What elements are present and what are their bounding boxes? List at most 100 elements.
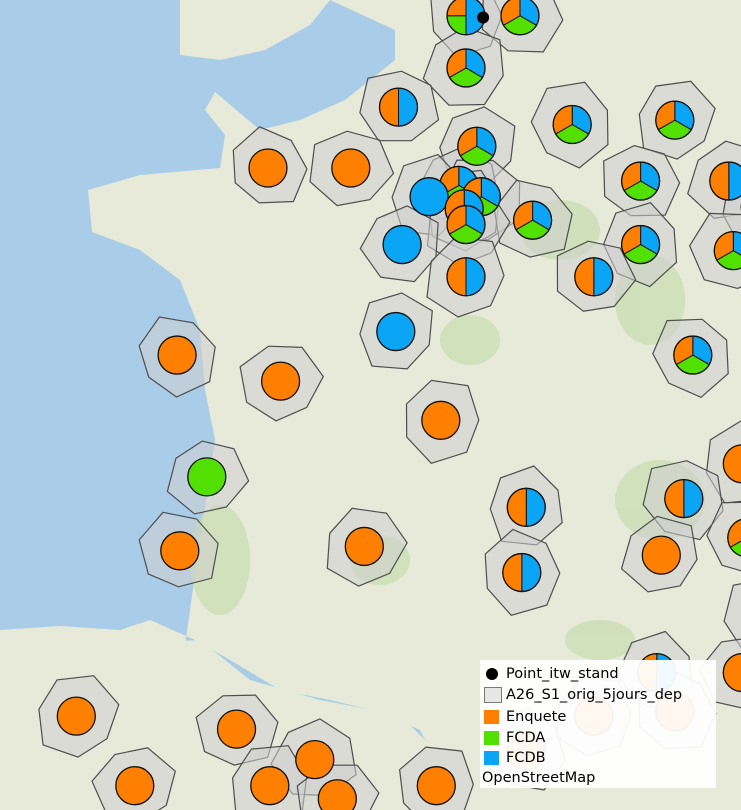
pie-outline (620, 224, 661, 265)
point-itw-stand-layer (477, 11, 490, 24)
department-polygon (723, 583, 741, 649)
pie-outline (655, 100, 695, 140)
pie-slice (421, 401, 460, 440)
pie-slice (723, 444, 741, 483)
pie-outline (446, 204, 486, 245)
pie-chart (378, 87, 419, 127)
pie-chart (409, 177, 449, 217)
pie-outline (722, 652, 741, 693)
pie-outline (250, 766, 290, 806)
pie-slice (249, 149, 287, 187)
pie-slice (728, 161, 741, 201)
legend-source-label: OpenStreetMap (482, 770, 596, 786)
pie-outline (409, 177, 449, 217)
blue-square-swatch-icon (484, 751, 499, 765)
pie-chart (620, 224, 661, 265)
pie-chart (331, 148, 371, 188)
pie-chart (216, 709, 257, 749)
pie-outline (457, 126, 497, 166)
legend-label-fcda: FCDA (506, 730, 546, 746)
pie-chart (552, 104, 592, 145)
pie-chart (506, 487, 546, 527)
pie-chart (157, 335, 197, 375)
pie-outline (248, 148, 288, 188)
pie-outline (502, 552, 542, 593)
pie-chart (457, 126, 497, 166)
pie-outline (295, 739, 335, 780)
pie-outline (378, 87, 419, 127)
pie-chart (502, 552, 542, 593)
pie-chart (574, 257, 614, 297)
pie-outline (376, 311, 416, 352)
pie-slice (187, 457, 226, 496)
pie-chart (446, 48, 486, 88)
pie-chart (446, 257, 486, 297)
department-polygon (706, 501, 741, 572)
pie-outline (506, 487, 546, 527)
pie-slice (115, 766, 154, 805)
pie-outline (446, 257, 486, 297)
pie-chart (727, 518, 741, 557)
pie-slice (345, 527, 384, 566)
pie-slice (318, 779, 357, 810)
orange-square-swatch-icon (484, 710, 499, 724)
pie-chart (248, 148, 288, 188)
pie-outline (187, 457, 227, 497)
pie-outline (512, 200, 553, 240)
pie-chart (500, 0, 540, 36)
legend-label-enquete: Enquete (506, 709, 567, 725)
pie-slice (410, 177, 449, 216)
pie-chart (416, 766, 456, 806)
pie-chart (722, 652, 741, 693)
pie-slice (331, 149, 370, 187)
point-itw-stand-marker (477, 11, 490, 24)
england-land (180, 0, 330, 60)
pie-chart (115, 766, 155, 806)
pie-outline (552, 104, 592, 145)
black-dot-icon (486, 668, 498, 680)
pie-chart (317, 779, 357, 810)
pie-chart (56, 696, 96, 736)
pie-chart (655, 100, 695, 140)
pie-chart (344, 526, 384, 567)
pie-outline (727, 518, 741, 557)
pie-outline (722, 444, 741, 484)
pie-chart (722, 444, 741, 484)
pie-chart (512, 200, 553, 240)
pie-chart (187, 457, 227, 497)
pie-outline (216, 709, 257, 749)
pie-slice (250, 766, 289, 805)
pie-outline (115, 766, 155, 806)
pie-chart (160, 531, 200, 571)
pie-chart (446, 0, 486, 36)
pie-chart (260, 361, 301, 401)
pie-outline (157, 335, 197, 375)
pie-chart (250, 766, 290, 806)
pie-slice (160, 531, 199, 570)
pie-outline (673, 335, 713, 375)
pie-outline (641, 535, 681, 575)
map-legend: Point_itw_stand A26_S1_orig_5jours_dep E… (480, 660, 716, 788)
pie-chart (664, 478, 704, 519)
pie-slice (57, 697, 96, 736)
pie-chart (673, 335, 713, 375)
pie-outline (574, 257, 614, 297)
pie-outline (416, 766, 456, 806)
pie-slice (417, 766, 456, 805)
pie-outline (160, 531, 200, 571)
pie-outline (709, 161, 741, 201)
legend-label-point: Point_itw_stand (506, 666, 619, 682)
pie-outline (260, 361, 301, 401)
pie-slice (295, 740, 334, 779)
pie-outline (500, 0, 540, 36)
pie-slice (383, 225, 422, 264)
pie-outline (344, 526, 384, 567)
pie-outline (331, 148, 371, 188)
pie-outline (713, 231, 741, 271)
pie-slice (217, 710, 256, 749)
pie-outline (664, 478, 704, 519)
pie-chart (713, 231, 741, 271)
pie-chart (620, 161, 661, 201)
pie-slice (376, 312, 415, 351)
